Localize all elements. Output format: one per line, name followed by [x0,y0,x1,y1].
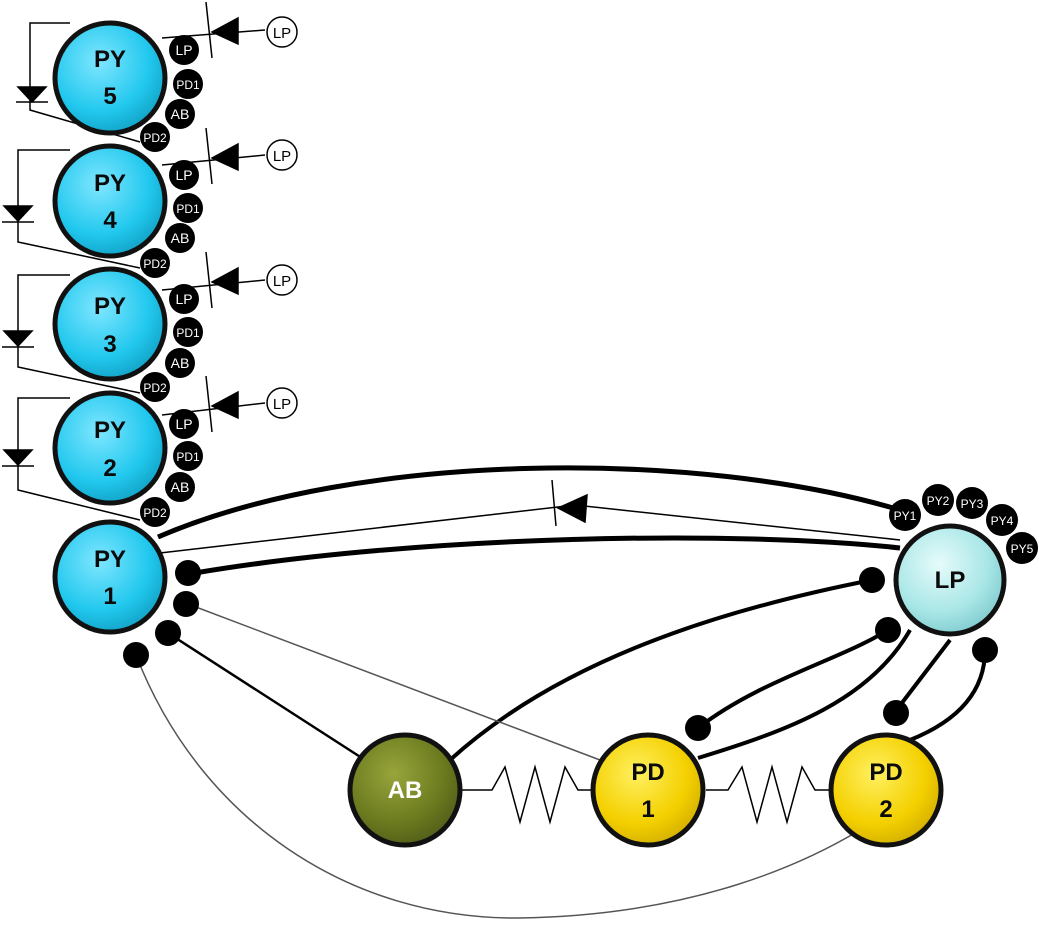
py1-lp-lower-synapse [194,535,901,576]
filled-circle-icon [155,620,181,646]
neuron-label: 5 [103,83,116,110]
tag-label: PY4 [991,514,1014,528]
py-lp-references: LP LP LP LP [266,16,298,419]
tag-label: AB [171,106,190,122]
neuron-label: 2 [879,796,892,823]
tag-label: PD2 [143,381,167,395]
filled-circle-icon [972,637,998,663]
neuron-pd1: PD 1 [590,732,706,848]
pd2-lp-synapse-b [909,649,987,742]
diode-icon [205,127,239,185]
tag-label: AB [171,479,190,495]
tag-label: AB [171,230,190,246]
tag-label: LP [175,416,192,432]
diode-icon [2,330,34,348]
tag-label: AB [171,355,190,371]
neuron-label: PY [94,546,126,573]
filled-circle-icon [883,700,909,726]
neuron-py4: PY 4 [52,143,168,259]
diodes [2,1,588,527]
tag-label: PY2 [927,494,950,508]
filled-circle-icon [123,642,149,668]
pd2-lp-synapse-a [893,638,952,714]
tag-label: PD2 [143,131,167,145]
diode-icon [16,86,48,104]
lp-ref-label: LP [273,25,291,42]
filled-circle-icon [685,715,711,741]
neuron-lp: LP [893,523,1007,637]
tag-label: LP [175,167,192,183]
filled-circle-icon [875,617,901,643]
diode-icon [2,449,34,467]
pd1-lp-synapse-a [696,628,890,730]
pd1-py1-synapse [187,603,601,761]
tag-label: LP [175,42,192,58]
neuron-py3: PY 3 [52,266,168,382]
tag-label: PY5 [1011,542,1034,556]
ab-py1-synapse [167,631,366,762]
tag-label: PD1 [176,202,200,216]
ab-lp-synapse [448,578,873,762]
neuron-label: PY [94,170,126,197]
lp-ref-label: LP [273,148,291,165]
py1-lp-upper-synapse [157,465,901,540]
tag-label: PD2 [143,506,167,520]
inhibitory-synapses [123,560,998,741]
ab-pd1-electrical [462,764,592,825]
neuron-label: LP [935,567,966,594]
neuron-py1: PY 1 [52,519,168,635]
neuron-label: 2 [103,455,116,482]
neuron-label: PY [94,293,126,320]
diode-icon [205,251,239,309]
filled-circle-icon [173,591,199,617]
tag-label: LP [175,291,192,307]
lp-ref-2: LP [266,16,298,48]
py-synapse-tags: LP PD1 AB PD2 LP PD1 AB PD2 LP PD1 AB PD… [140,35,203,527]
neuron-label: 3 [103,331,116,358]
tag-label: PY1 [894,509,917,523]
diode-icon [205,1,239,59]
tag-label: PD1 [176,78,200,92]
lp-synapse-tags: PY1 PY2 PY3 PY4 PY5 [889,484,1038,564]
pd1-lp-synapse-b [697,629,912,760]
neuron-label: PY [94,46,126,73]
diode-icon [205,375,239,433]
neuron-label: 4 [103,207,117,234]
neuron-label: PD [631,759,664,786]
neuron-ab: AB [347,732,463,848]
neuron-label: PY [94,417,126,444]
neuron-label: PD [869,759,902,786]
neuron-pd2: PD 2 [828,732,944,848]
tag-label: PD1 [176,450,200,464]
neuron-py5: PY 5 [52,20,168,136]
diode-icon [2,205,34,223]
tag-label: PD2 [143,257,167,271]
filled-circle-icon [175,560,201,586]
diode-icon [551,479,588,527]
lp-ref-label: LP [273,396,291,413]
pd2-py1-synapse [135,654,861,919]
lp-ref-label: LP [273,273,291,290]
neuron-label: 1 [641,796,654,823]
neuron-label: AB [388,777,423,804]
neuron-label: 1 [103,583,116,610]
pd1-pd2-electrical [706,764,830,825]
filled-circle-icon [859,567,885,593]
neuron-py2: PY 2 [52,390,168,506]
tag-label: PY3 [961,497,984,511]
tag-label: PD1 [176,326,200,340]
lp-py1-rectified-line [159,504,901,554]
